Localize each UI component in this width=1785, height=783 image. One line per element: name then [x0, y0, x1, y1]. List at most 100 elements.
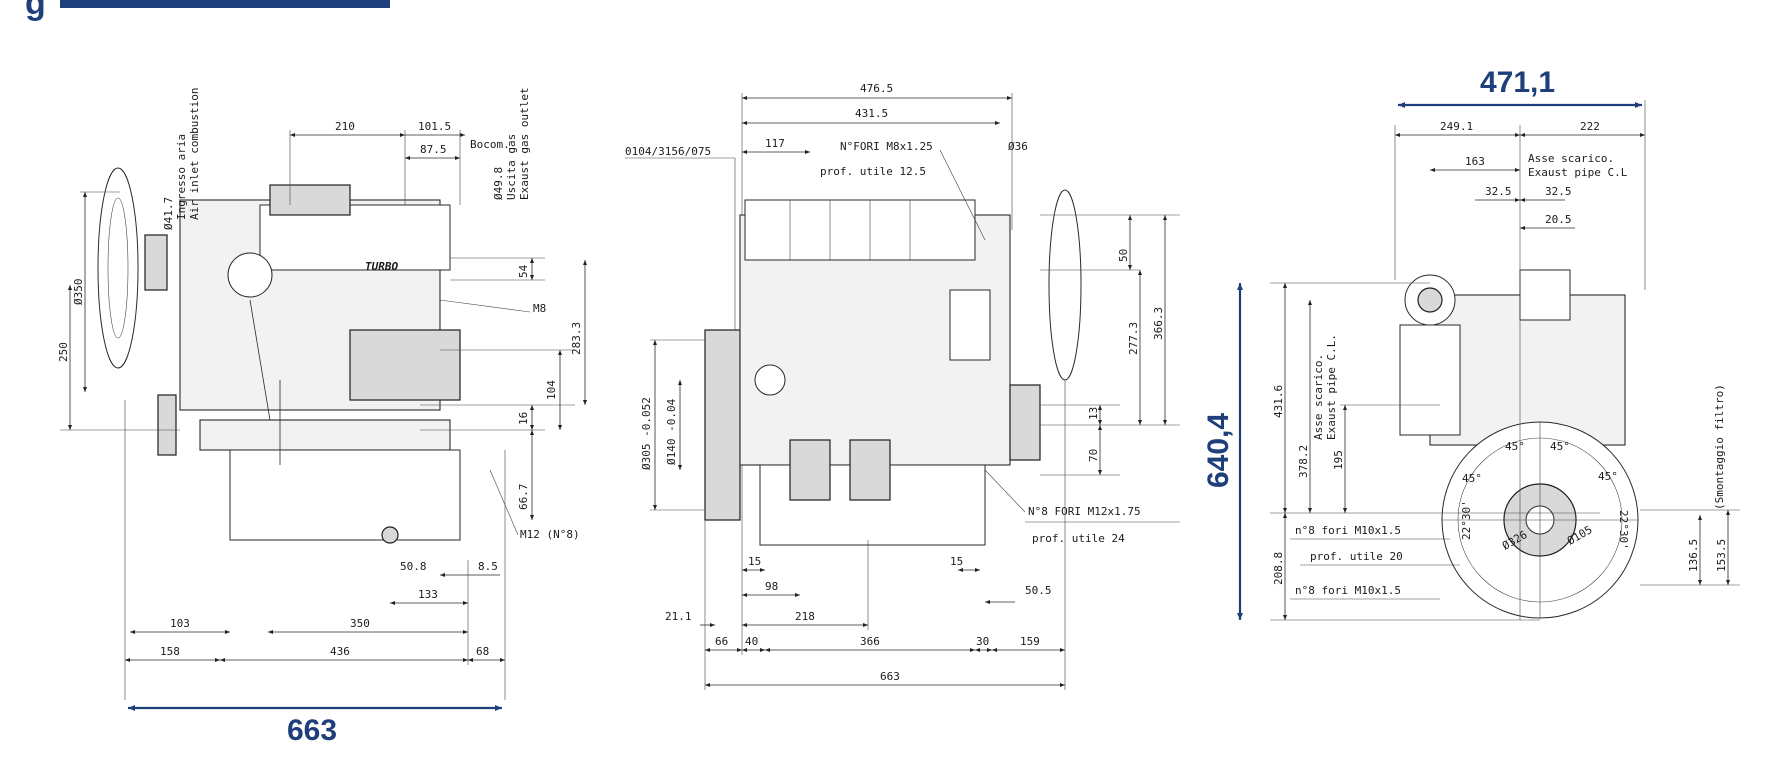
dim-20-5: 20.5	[1545, 213, 1572, 226]
overall-length: 663	[287, 714, 337, 747]
dim-163: 163	[1465, 155, 1485, 168]
dim-13: 13	[1087, 407, 1100, 420]
angle-45-a: 45°	[1462, 472, 1482, 485]
dim-dia350: Ø350	[72, 279, 85, 306]
label-fori-m10-a: n°8 fori M10x1.5	[1295, 524, 1401, 537]
dim-50-8: 50.8	[400, 560, 427, 573]
pulley-upper	[144, 234, 168, 291]
label-fori-m12: N°8 FORI M12x1.75	[1028, 505, 1141, 518]
rocker-cover	[269, 184, 351, 216]
dim-54: 54	[517, 264, 530, 278]
dim-366: 366	[860, 635, 880, 648]
dim-133: 133	[418, 588, 438, 601]
label-asse-scarico-v: Asse scarico.	[1312, 354, 1325, 440]
alternator	[227, 252, 273, 298]
dim-218: 218	[795, 610, 815, 623]
dim-249-1: 249.1	[1440, 120, 1473, 133]
angle-22-30-left: 22°30'	[1460, 500, 1473, 540]
dim-8-5: 8.5	[478, 560, 498, 573]
dim-32-5-right: 32.5	[1545, 185, 1572, 198]
dim-70: 70	[1087, 449, 1100, 462]
injector-rail	[744, 199, 976, 261]
angle-45-c: 45°	[1550, 440, 1570, 453]
label-exaust-pipe-v: Exaust pipe C.L.	[1325, 334, 1338, 440]
label-asse-scarico: Asse scarico.	[1528, 152, 1614, 165]
crankcase	[199, 419, 451, 451]
label-air-inlet: Air inlet combustion	[188, 88, 201, 220]
angle-45-d: 45°	[1598, 470, 1618, 483]
dim-66-7: 66.7	[517, 484, 530, 511]
label-dia36: Ø36	[1008, 140, 1028, 153]
dim-32-5-left: 32.5	[1485, 185, 1512, 198]
angle-22-30-right: 22°30'	[1617, 510, 1630, 550]
page-title-fragment: g	[25, 0, 46, 22]
label-m8: M8	[533, 302, 546, 315]
dim-250: 250	[57, 342, 70, 362]
dim-277-3: 277.3	[1127, 322, 1140, 355]
label-dia49-8: Ø49.8	[492, 167, 505, 200]
label-prof-24: prof. utile 24	[1032, 532, 1125, 545]
label-fori-m10-b: n°8 fori M10x1.5	[1295, 584, 1401, 597]
dim-117: 117	[765, 137, 785, 150]
dim-436: 436	[330, 645, 350, 658]
label-exaust-pipe: Exaust pipe C.L	[1528, 166, 1628, 179]
dim-50: 50	[1117, 249, 1130, 262]
oil-filler	[1519, 269, 1571, 321]
dim-68: 68	[476, 645, 489, 658]
label-dia140: Ø140 -0.04	[665, 398, 678, 465]
dim-101-5: 101.5	[418, 120, 451, 133]
dim-222: 222	[1580, 120, 1600, 133]
dim-210: 210	[335, 120, 355, 133]
dim-15-right: 15	[950, 555, 963, 568]
dim-283-3: 283.3	[570, 322, 583, 355]
label-fori-m8: N°FORI M8x1.25	[840, 140, 933, 153]
dim-21-1: 21.1	[665, 610, 692, 623]
rear-view: 45° 45° 45° 45° 22°30' 22°30' Ø326 Ø105 …	[1202, 66, 1740, 621]
label-prof-20: prof. utile 20	[1310, 550, 1403, 563]
dim-378-2: 378.2	[1297, 445, 1310, 478]
label-prof-12-5: prof. utile 12.5	[820, 165, 926, 178]
overall-height: 640,4	[1202, 413, 1235, 488]
label-exaust-gas-outlet: Exaust gas outlet	[518, 87, 531, 200]
dim-350: 350	[350, 617, 370, 630]
crank-pulley	[1009, 384, 1041, 461]
side-view: TURBO Ingresso aria Air inlet combustion…	[57, 87, 587, 747]
turbo-manifold	[259, 204, 451, 271]
label-bocom: Bocom.	[470, 138, 510, 151]
drain-plug	[381, 526, 399, 544]
dim-16: 16	[517, 412, 530, 425]
dim-98: 98	[765, 580, 778, 593]
label-smontaggio: (Smontaggio filtro)	[1713, 384, 1726, 510]
dim-663-front: 663	[880, 670, 900, 683]
label-dia41-7: Ø41.7	[162, 197, 175, 230]
dim-87-5: 87.5	[420, 143, 447, 156]
label-ingresso-aria: Ingresso aria	[175, 134, 188, 220]
dim-159: 159	[1020, 635, 1040, 648]
dim-153-5: 153.5	[1715, 539, 1728, 572]
dim-136-5: 136.5	[1687, 539, 1700, 572]
dim-30: 30	[976, 635, 989, 648]
label-ref-code: 0104/3156/075	[625, 145, 711, 158]
dim-50-5: 50.5	[1025, 584, 1052, 597]
angle-45-b: 45°	[1505, 440, 1525, 453]
overall-width: 471,1	[1480, 66, 1555, 99]
pulley-lower	[157, 394, 177, 456]
oil-filter-1	[789, 439, 831, 501]
dim-431-6: 431.6	[1272, 385, 1285, 418]
dim-208-8: 208.8	[1272, 552, 1285, 585]
title-bar-fragment	[60, 0, 390, 8]
oil-filter-2	[849, 439, 891, 501]
front-view: 0104/3156/075 N°FORI M8x1.25 prof. utile…	[625, 82, 1180, 690]
dim-195: 195	[1332, 450, 1345, 470]
fan-disc	[97, 167, 139, 369]
dim-366-3: 366.3	[1152, 307, 1165, 340]
label-uscita-gas: Uscita gas	[505, 134, 518, 200]
dim-15-left: 15	[748, 555, 761, 568]
dim-103: 103	[170, 617, 190, 630]
dim-158: 158	[160, 645, 180, 658]
dim-431-5: 431.5	[855, 107, 888, 120]
label-dia305: Ø305 -0.052	[640, 397, 653, 470]
fan-blade	[1048, 189, 1082, 381]
turbo-label: TURBO	[365, 260, 398, 273]
